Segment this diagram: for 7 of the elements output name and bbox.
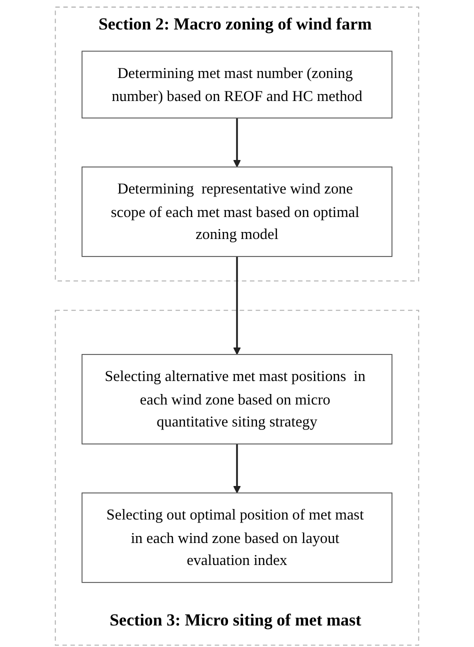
node-box: Determining met mast number (zoning number) based on REOF and HC method bbox=[82, 50, 392, 118]
arrow bbox=[233, 118, 241, 168]
node-box: Selecting out optimal position of met mast in each wind zone based on layout evaluation index bbox=[82, 492, 392, 583]
node-box: Selecting alternative met mast positions in each wind zone based on micro quantitative siting strategy bbox=[82, 354, 392, 444]
arrow bbox=[233, 256, 241, 355]
node-box: Determining representative wind zone scope of each met mast based on optimal zoning model bbox=[82, 166, 392, 257]
arrow bbox=[233, 444, 241, 494]
